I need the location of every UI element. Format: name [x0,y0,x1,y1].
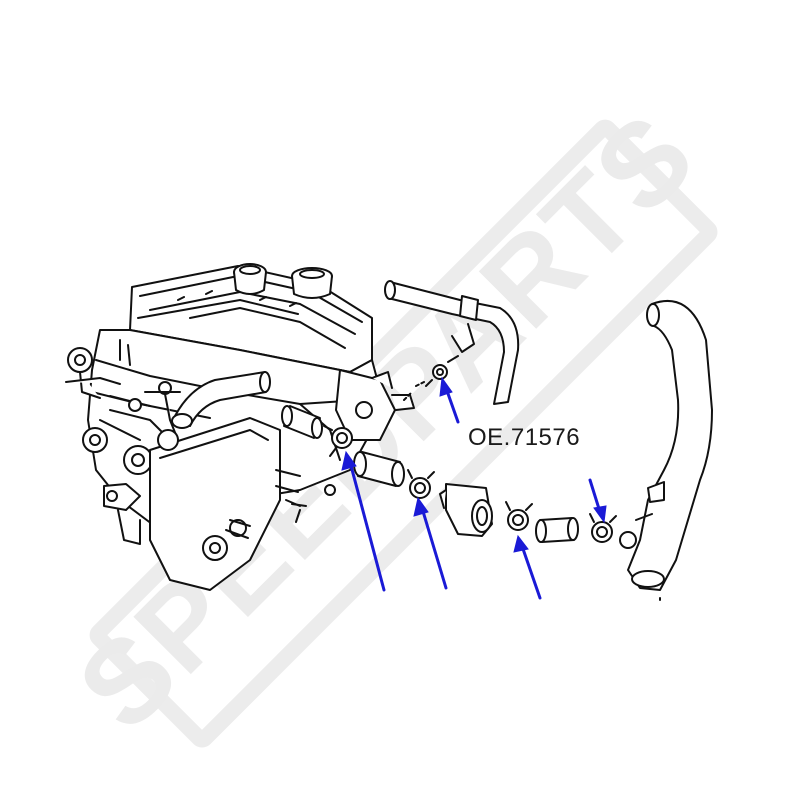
engine-block [65,263,415,591]
indicator-arrows [341,376,607,600]
arrow-4 [439,376,460,424]
hose-parts [157,371,637,549]
arrow-3 [513,534,542,600]
part-number-label: OE.71576 [468,424,581,451]
radiator-hose [627,299,713,601]
arrow-1 [341,450,386,592]
arrow-2 [413,496,448,590]
bypass-pipe [384,280,520,405]
arrow-5 [588,478,607,524]
